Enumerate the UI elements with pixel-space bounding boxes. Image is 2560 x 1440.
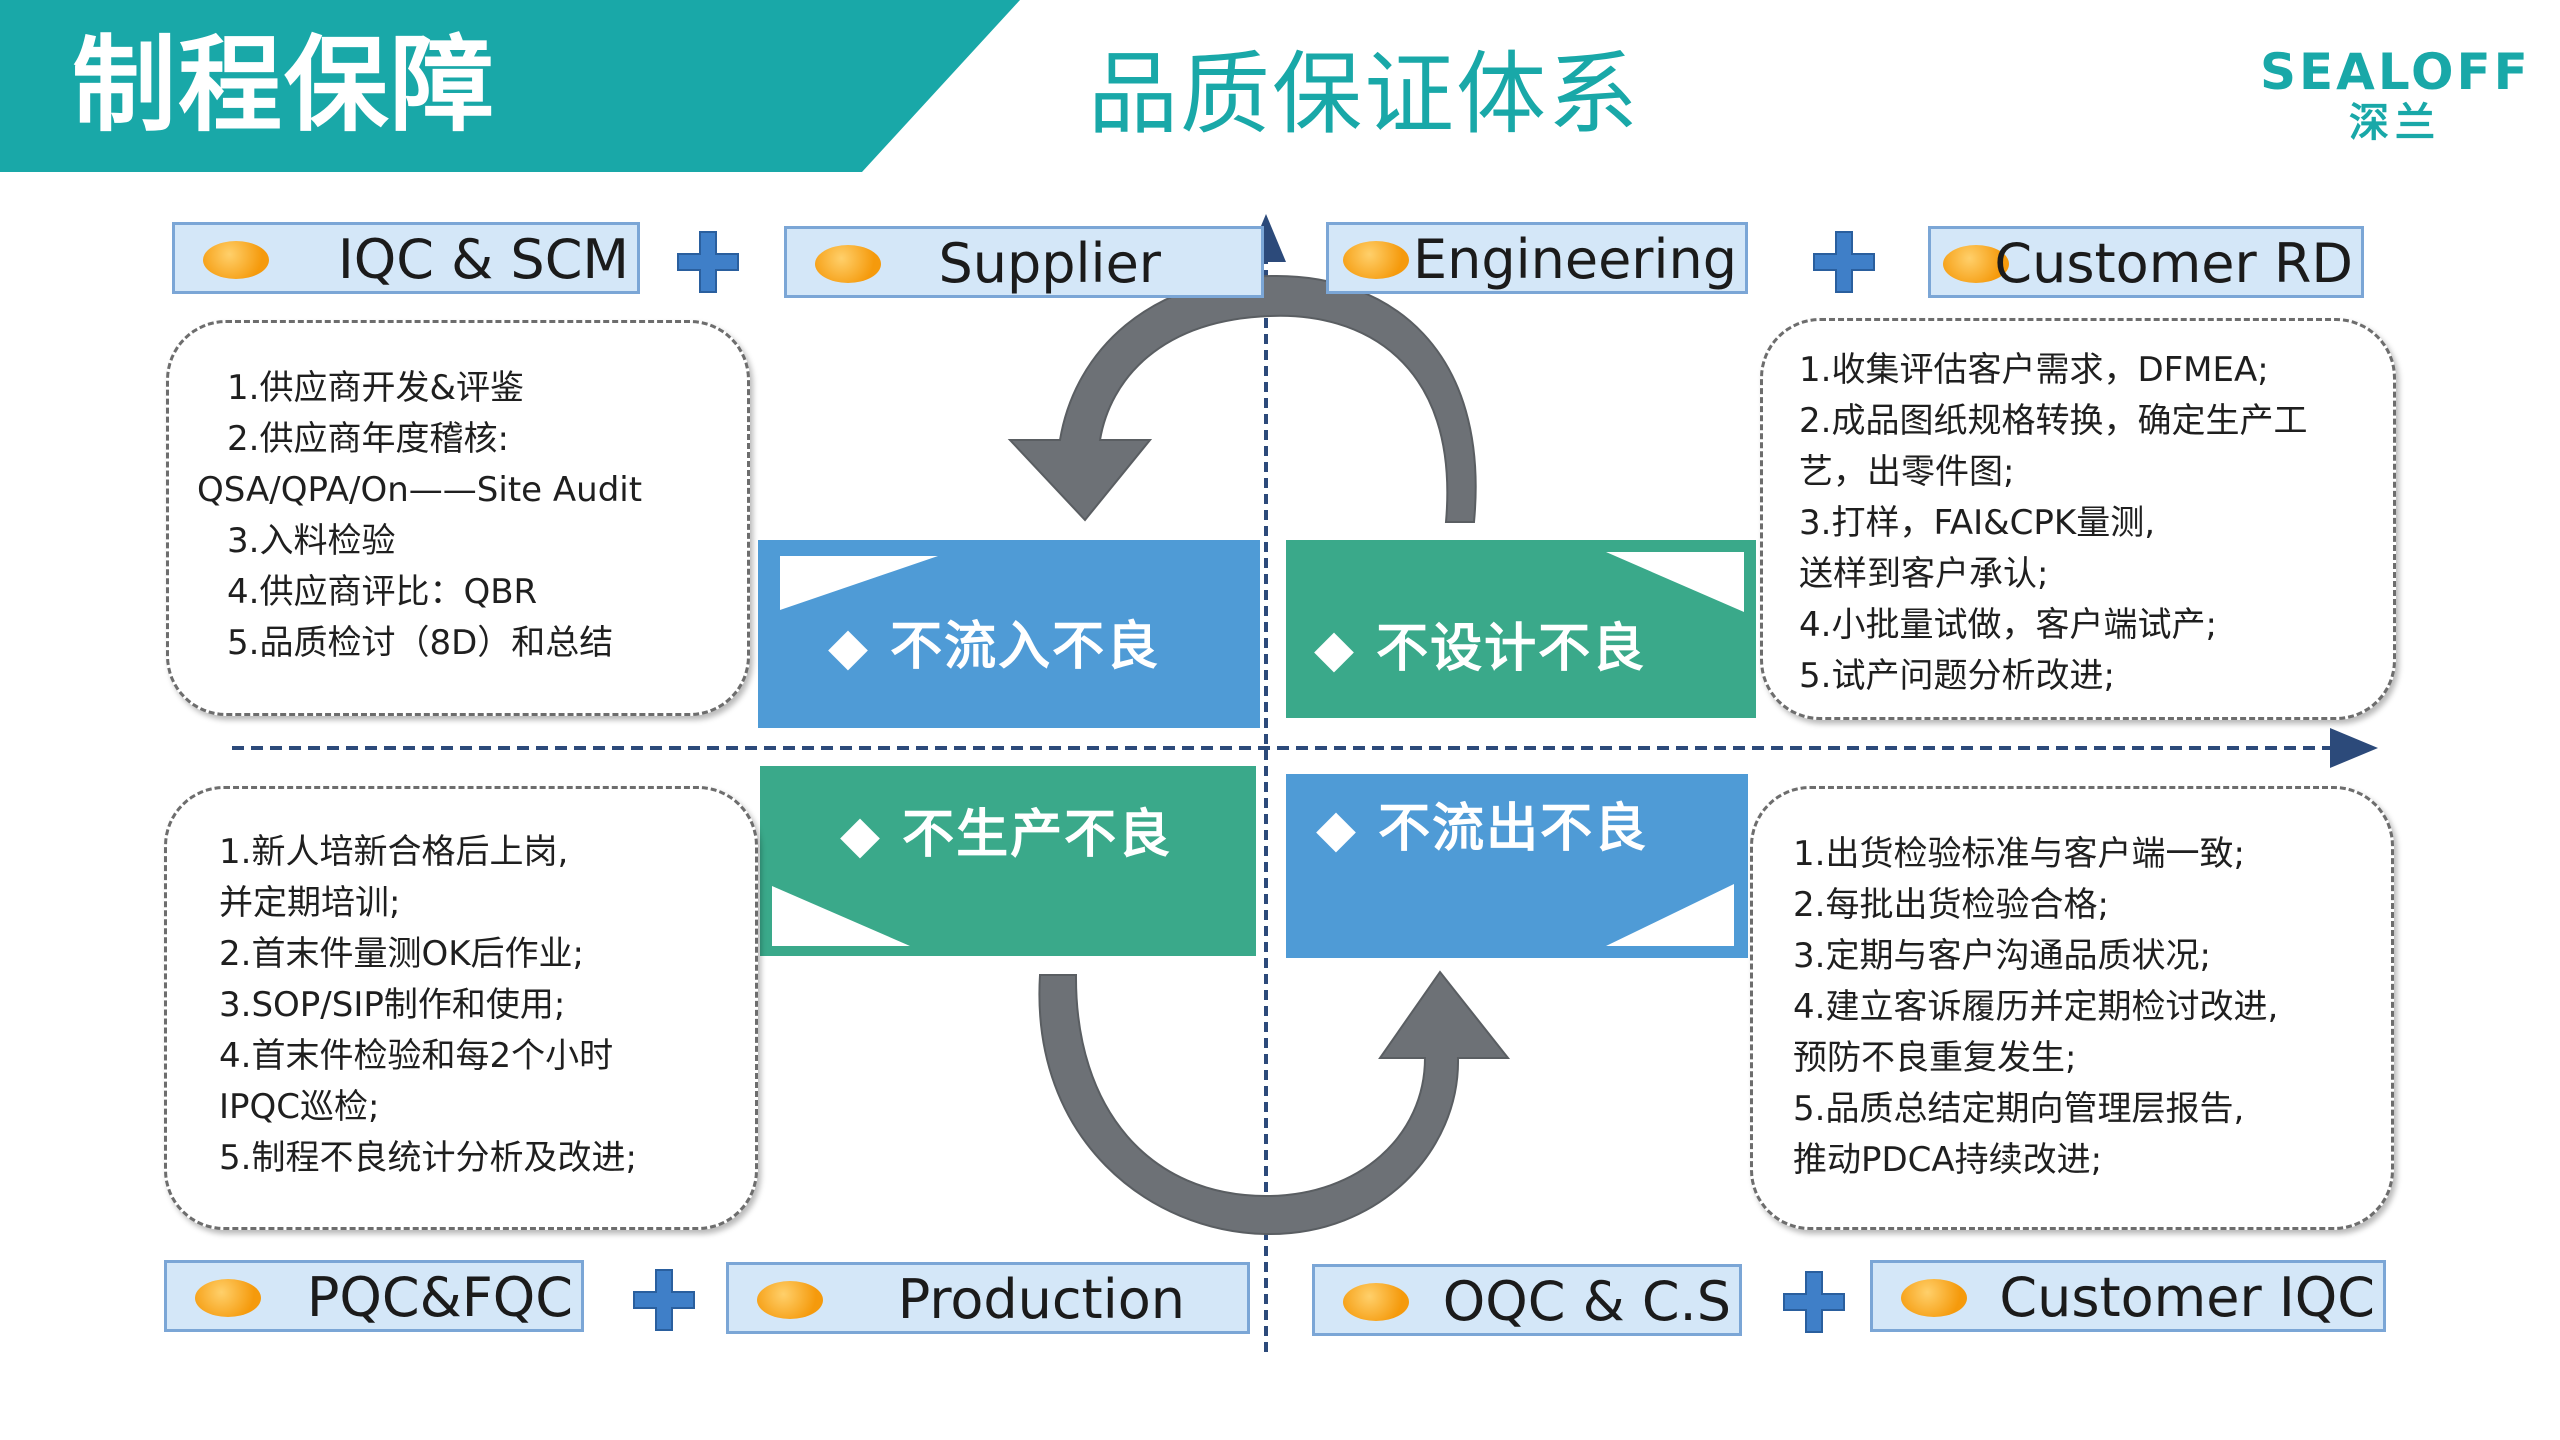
note-line: 4.小批量试做，客户端试产;: [1799, 605, 2217, 645]
top-cycle-arrow: [1007, 274, 1477, 523]
logo-text-cn: 深兰: [2349, 100, 2441, 146]
note-line: 预防不良重复发生;: [1793, 1038, 2077, 1078]
note-line: 5.制程不良统计分析及改进;: [219, 1138, 637, 1178]
note-line: 2.首末件量测OK后作业;: [219, 934, 584, 974]
note-incoming-quality: 1.供应商开发&评鉴 2.供应商年度稽核: QSA/QPA/On——Site A…: [166, 320, 750, 716]
logo-text-en: SEALOFF: [2260, 43, 2531, 101]
quadrant-label-top-right: ◆ 不设计不良: [1314, 619, 1647, 679]
banner-title: 制程保障: [72, 24, 497, 146]
orange-dot-icon: [815, 245, 881, 283]
page-title: 品质保证体系: [1088, 42, 1640, 147]
note-line: 并定期培训;: [219, 883, 401, 923]
label-text: OQC & C.S: [1442, 1270, 1731, 1333]
label-text: Engineering: [1413, 228, 1737, 291]
quadrant-label-top-left: ◆ 不流入不良: [828, 617, 1161, 677]
note-line: 5.试产问题分析改进;: [1799, 656, 2115, 696]
label-pqc-fqc: PQC&FQC: [164, 1260, 584, 1332]
note-line: 2.供应商年度稽核:: [227, 419, 509, 459]
label-engineering: Engineering: [1326, 222, 1748, 294]
plus-icon: [674, 228, 742, 296]
plus-icon: [630, 1266, 698, 1334]
plus-icon: [1780, 1268, 1848, 1336]
note-line: 4.供应商评比：QBR: [227, 572, 538, 612]
note-design-quality: 1.收集评估客户需求，DFMEA; 2.成品图纸规格转换，确定生产工 艺，出零件…: [1760, 318, 2396, 720]
note-outgoing-quality: 1.出货检验标准与客户端一致; 2.每批出货检验合格; 3.定期与客户沟通品质状…: [1750, 786, 2394, 1230]
note-line: 1.供应商开发&评鉴: [227, 368, 524, 408]
note-line: QSA/QPA/On——Site Audit: [197, 470, 643, 510]
label-text: PQC&FQC: [306, 1266, 573, 1329]
quadrant-label-bottom-right: ◆ 不流出不良: [1316, 799, 1649, 859]
note-line: IPQC巡检;: [219, 1087, 380, 1127]
orange-dot-icon: [203, 241, 269, 279]
label-oqc-cs: OQC & C.S: [1312, 1264, 1742, 1336]
quadrant-corner-decoration: [1606, 552, 1744, 612]
note-line: 2.每批出货检验合格;: [1793, 885, 2109, 925]
plus-icon: [1810, 228, 1878, 296]
orange-dot-icon: [1343, 241, 1409, 279]
quadrant-corner-decoration: [1606, 884, 1734, 946]
orange-dot-icon: [1943, 245, 2009, 283]
quadrant-no-design-defects: ◆ 不设计不良: [1286, 540, 1756, 718]
label-iqc-scm: IQC & SCM: [172, 222, 640, 294]
note-line: 1.收集评估客户需求，DFMEA;: [1799, 350, 2269, 390]
note-line: 3.SOP/SIP制作和使用;: [219, 985, 566, 1025]
note-line: 3.定期与客户沟通品质状况;: [1793, 936, 2211, 976]
label-customer-rd: Customer RD: [1928, 226, 2364, 298]
quadrant-label-bottom-left: ◆ 不生产不良: [840, 805, 1173, 865]
note-line: 3.打样，FAI&CPK量测,: [1799, 503, 2156, 543]
label-text: Customer RD: [1994, 232, 2353, 295]
note-line: 送样到客户承认;: [1799, 554, 2049, 594]
label-customer-iqc: Customer IQC: [1870, 1260, 2386, 1332]
orange-dot-icon: [1343, 1283, 1409, 1321]
quadrant-no-production-defects: ◆ 不生产不良: [760, 766, 1256, 956]
label-supplier: Supplier: [784, 226, 1264, 298]
note-line: 5.品质检讨（8D）和总结: [227, 623, 614, 663]
note-production-quality: 1.新人培新合格后上岗, 并定期培训; 2.首末件量测OK后作业; 3.SOP/…: [164, 786, 758, 1230]
note-line: 3.入料检验: [227, 521, 396, 561]
quadrant-corner-decoration: [780, 556, 938, 610]
quadrant-no-outgoing-defects: ◆ 不流出不良: [1286, 774, 1748, 958]
orange-dot-icon: [1901, 1279, 1967, 1317]
label-text: IQC & SCM: [337, 228, 629, 291]
label-text: Customer IQC: [1999, 1266, 2375, 1329]
orange-dot-icon: [757, 1281, 823, 1319]
orange-dot-icon: [195, 1279, 261, 1317]
label-text: Production: [897, 1268, 1185, 1331]
note-line: 1.新人培新合格后上岗,: [219, 832, 569, 872]
header-banner: [0, 0, 1020, 172]
quadrant-corner-decoration: [772, 886, 910, 946]
note-line: 4.建立客诉履历并定期检讨改进,: [1793, 987, 2279, 1027]
note-line: 2.成品图纸规格转换，确定生产工: [1799, 401, 2308, 441]
quadrant-no-incoming-defects: ◆ 不流入不良: [758, 540, 1260, 728]
note-line: 推动PDCA持续改进;: [1793, 1140, 2103, 1180]
note-line: 1.出货检验标准与客户端一致;: [1793, 834, 2245, 874]
bottom-cycle-arrow: [1038, 970, 1511, 1236]
note-line: 4.首末件检验和每2个小时: [219, 1036, 614, 1076]
note-line: 艺，出零件图;: [1799, 452, 2015, 492]
label-text: Supplier: [938, 232, 1162, 295]
label-production: Production: [726, 1262, 1250, 1334]
company-logo: SEALOFF 深兰: [2260, 44, 2530, 146]
note-line: 5.品质总结定期向管理层报告,: [1793, 1089, 2245, 1129]
